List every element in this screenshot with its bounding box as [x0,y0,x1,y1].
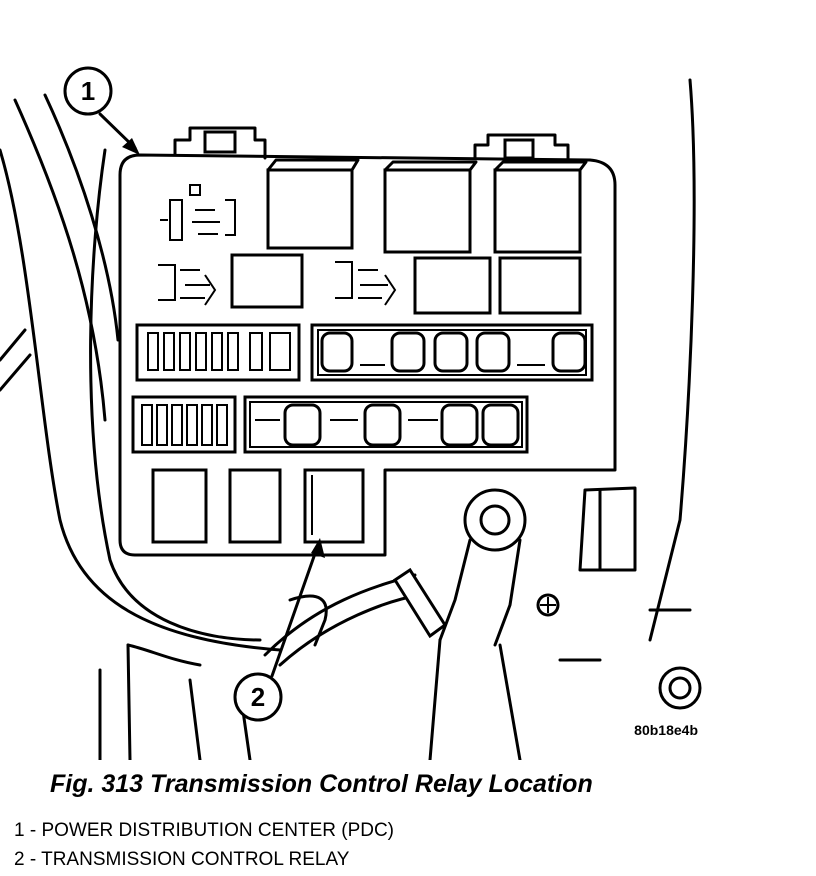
transmission-control-relay [303,468,365,544]
mounting-bolt [658,666,702,710]
relay-symbol-glyph [335,261,397,306]
legend-item: 2 - TRANSMISSION CONTROL RELAY [14,849,350,870]
fuse-strip [147,332,291,371]
callout-1: 1 [63,66,113,116]
pdc-illustration: 1 2 80b18e4b [0,66,702,760]
relay-symbol-glyph [158,264,217,306]
maxi-fuse-row [255,403,520,447]
legend-item: 1 - POWER DISTRIBUTION CENTER (PDC) [14,820,395,841]
figure-caption: Fig. 313 Transmission Control Relay Loca… [50,770,593,798]
callout-2: 2 [233,672,283,722]
legend: 1 - POWER DISTRIBUTION CENTER (PDC) 2 - … [14,816,394,874]
power-distribution-center [118,126,637,572]
callout-leaders [98,112,325,678]
relay-symbol-glyph [160,184,236,241]
battery-cable [428,488,560,760]
harness-connector [98,567,602,760]
svg-text:2: 2 [251,682,265,712]
wiring-harness-lines [0,78,696,652]
svg-text:1: 1 [81,76,95,106]
image-code: 80b18e4b [634,722,698,738]
fuse-strip [141,404,228,446]
maxi-fuse-row [320,331,587,373]
